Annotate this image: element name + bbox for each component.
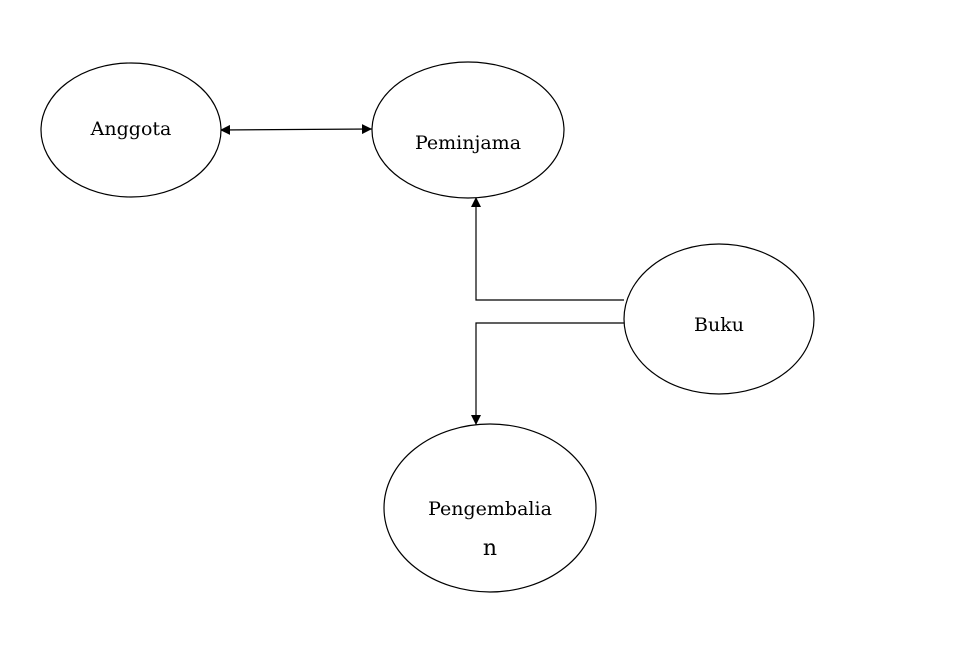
node-buku-shape	[623, 243, 815, 395]
node-buku[interactable]: Buku	[623, 243, 815, 395]
node-peminjaman-label: Peminjama	[415, 132, 521, 154]
node-anggota[interactable]: Anggota	[40, 62, 222, 198]
node-buku-label: Buku	[694, 314, 744, 336]
node-anggota-shape	[40, 62, 222, 198]
node-pengembalian-label-line1: Pengembalia	[428, 498, 552, 520]
node-pengembalian-shape	[383, 423, 597, 593]
node-peminjaman-shape	[371, 61, 565, 199]
node-peminjaman[interactable]: Peminjama	[371, 61, 565, 199]
edge-buku-pengembalian	[471, 322, 624, 425]
node-pengembalian[interactable]: Pengembalia n	[383, 423, 597, 593]
node-anggota-label: Anggota	[90, 118, 172, 140]
node-pengembalian-label-line2: n	[483, 536, 497, 561]
edge-buku-peminjaman	[471, 197, 624, 301]
edge-anggota-peminjaman	[219, 124, 373, 135]
